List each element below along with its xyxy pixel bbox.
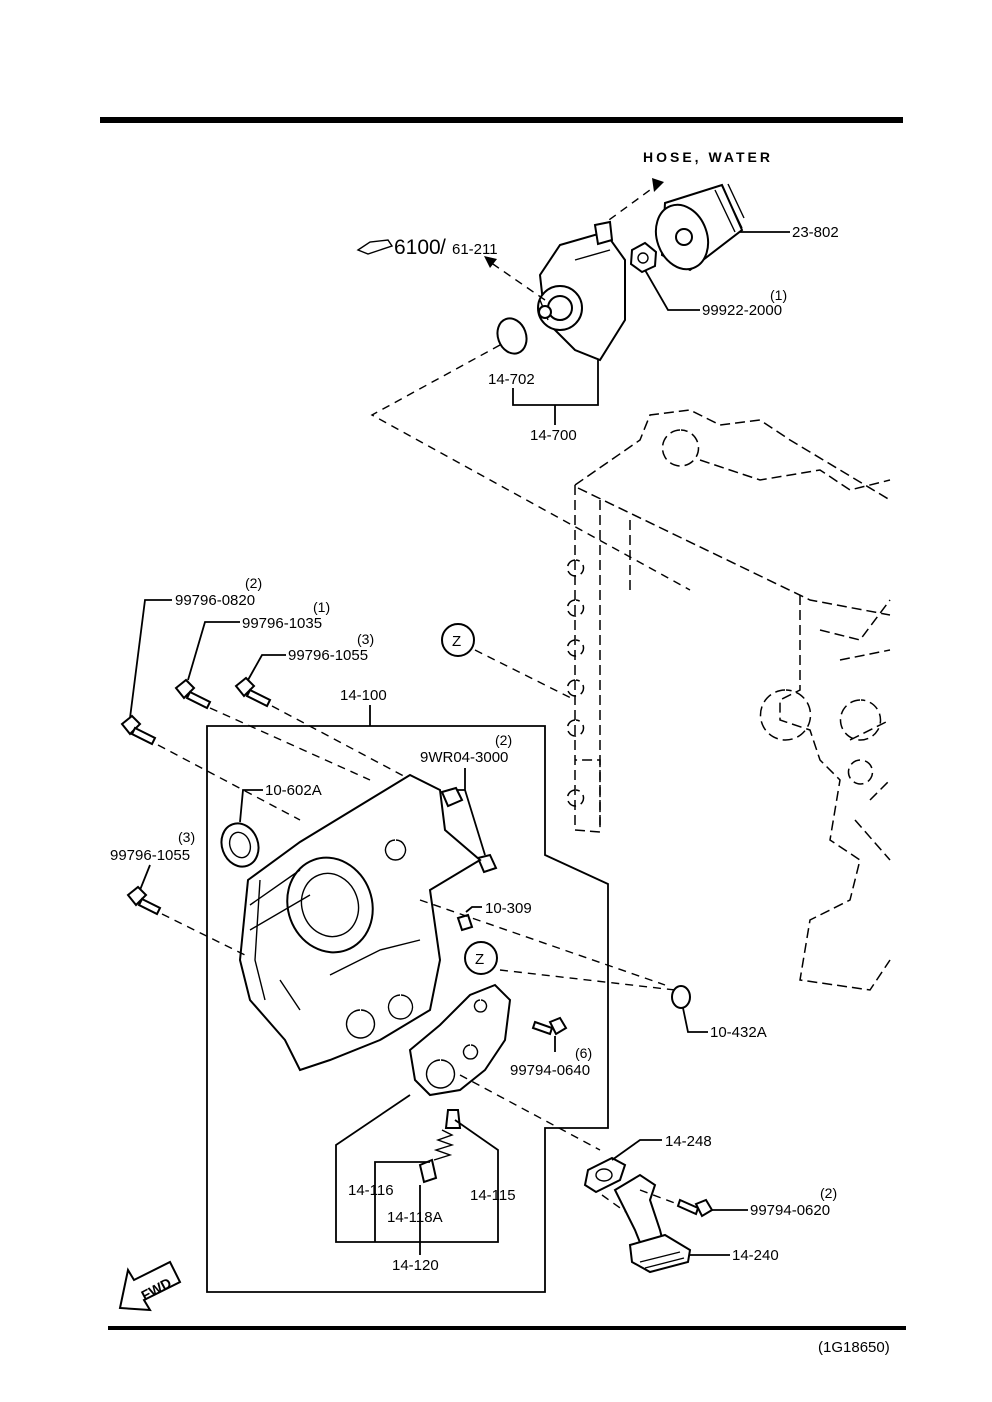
spring-14-116 bbox=[433, 1129, 455, 1161]
part-99796-0820: 99796-0820 bbox=[175, 592, 255, 609]
leader-99796-1055-top bbox=[247, 654, 286, 681]
leader-14-248 bbox=[611, 1139, 662, 1161]
ref-6100-label: 6100 bbox=[394, 236, 441, 259]
hose-water-label: HOSE, WATER bbox=[643, 149, 773, 165]
part-14-700: 14-700 bbox=[530, 427, 577, 444]
cooler-to-engine-line bbox=[370, 344, 691, 591]
qty-9WR04-3000: (2) bbox=[495, 732, 512, 748]
leader-99796-1055-side bbox=[139, 864, 151, 891]
leader-99922-2000 bbox=[644, 269, 700, 311]
ref-61-211-label: 61-211 bbox=[452, 241, 498, 258]
o-ring-14-702 bbox=[496, 317, 528, 355]
leader-14-116 bbox=[374, 1161, 430, 1242]
hose-water-arrow bbox=[652, 178, 664, 192]
part-99796-1035: 99796-1035 bbox=[242, 615, 322, 632]
qty-99796-1035: (1) bbox=[313, 599, 330, 615]
part-14-100: 14-100 bbox=[340, 687, 387, 704]
ref-6100-arrowhead bbox=[484, 256, 497, 268]
part-10-432A: 10-432A bbox=[710, 1024, 767, 1041]
oil-cooler bbox=[537, 220, 626, 362]
zone-marker-top-label: Z bbox=[452, 633, 461, 650]
part-99796-1055-side: 99796-1055 bbox=[110, 847, 190, 864]
plug-14-118A bbox=[418, 1158, 438, 1184]
assembly-outline-14-100 bbox=[206, 725, 609, 1293]
qty-99922-2000: (1) bbox=[770, 287, 787, 303]
part-10-309: 10-309 bbox=[485, 900, 532, 917]
part-14-116: 14-116 bbox=[348, 1182, 394, 1199]
part-14-248: 14-248 bbox=[665, 1133, 712, 1150]
leader-14-120-outer bbox=[335, 1094, 499, 1243]
engine-block bbox=[566, 409, 891, 991]
oil-filter bbox=[654, 183, 745, 272]
oil-pump-housing bbox=[408, 983, 512, 1097]
bolt-99794-0640 bbox=[531, 1016, 568, 1036]
zone-marker-top bbox=[441, 623, 475, 657]
part-99794-0640: 99794-0640 bbox=[510, 1062, 590, 1079]
zone-marker-inner-label: Z bbox=[475, 951, 484, 968]
part-14-115: 14-115 bbox=[470, 1187, 516, 1204]
ref-slash: / bbox=[440, 236, 446, 259]
qty-99794-0640: (6) bbox=[575, 1045, 592, 1061]
hose-water-leader bbox=[597, 189, 651, 229]
zone-marker-inner bbox=[464, 941, 498, 975]
part-14-240: 14-240 bbox=[732, 1247, 779, 1264]
leader-99796-1035 bbox=[187, 621, 240, 681]
ref-6100-leader bbox=[489, 261, 546, 301]
oil-strainer-14-240 bbox=[613, 1173, 692, 1274]
part-14-120: 14-120 bbox=[392, 1257, 439, 1274]
part-9WR04-3000: 9WR04-3000 bbox=[420, 749, 508, 766]
leader-99796-0820 bbox=[129, 599, 172, 719]
part-99796-1055-top: 99796-1055 bbox=[288, 647, 368, 664]
bolt-99796-1035 bbox=[174, 678, 212, 710]
leader-10-309 bbox=[465, 906, 482, 913]
qty-99794-0620: (2) bbox=[820, 1185, 837, 1201]
diagram-code: (1G18650) bbox=[818, 1339, 890, 1356]
bottom-rule bbox=[108, 1326, 906, 1330]
front-cover-oil-pump bbox=[238, 773, 482, 1072]
top-rule bbox=[100, 117, 903, 123]
plug-9WR04-3000-b bbox=[476, 853, 498, 874]
o-ring-10-432A bbox=[671, 985, 691, 1009]
ref-hand-icon bbox=[356, 239, 394, 255]
bolt-99794-0620 bbox=[676, 1198, 714, 1218]
qty-99796-0820: (2) bbox=[245, 575, 262, 591]
part-99794-0620: 99794-0620 bbox=[750, 1202, 830, 1219]
leader-10-602A bbox=[239, 789, 263, 823]
part-14-702: 14-702 bbox=[488, 371, 535, 388]
part-14-118A: 14-118A bbox=[387, 1209, 443, 1226]
zone-marker-top-line bbox=[474, 649, 576, 701]
oil-seal-10-602A bbox=[220, 822, 260, 868]
bolt-99796-1055-top bbox=[234, 676, 272, 708]
nut-99922 bbox=[629, 241, 658, 274]
fwd-arrow: FWD bbox=[118, 1260, 182, 1312]
part-99922-2000: 99922-2000 bbox=[702, 302, 782, 319]
qty-99796-1055-side: (3) bbox=[178, 829, 195, 845]
leader-10-432A bbox=[682, 1007, 708, 1033]
bolt-99796-1055-side bbox=[126, 885, 162, 916]
part-23-802: 23-802 bbox=[792, 224, 839, 241]
gasket-14-248 bbox=[583, 1156, 627, 1194]
plunger-14-115 bbox=[444, 1109, 462, 1129]
bolt-99796-0820 bbox=[120, 714, 157, 746]
qty-99796-1055-top: (3) bbox=[357, 631, 374, 647]
plug-9WR04-3000-a bbox=[440, 786, 464, 808]
part-10-602A: 10-602A bbox=[265, 782, 322, 799]
dowel-10-309 bbox=[456, 913, 474, 932]
